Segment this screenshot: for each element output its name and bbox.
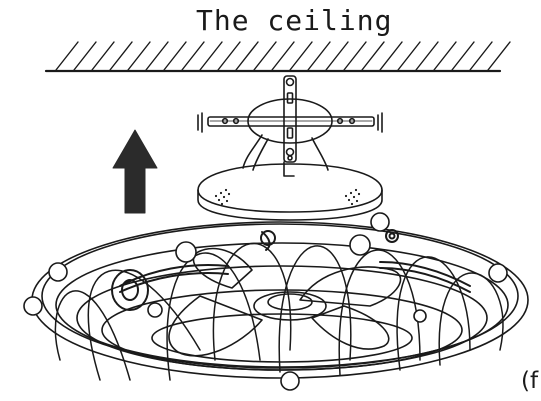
vent-dot xyxy=(225,199,229,203)
cage-knob xyxy=(280,371,300,391)
hatch-stroke xyxy=(181,41,205,71)
cage-knob xyxy=(370,212,390,232)
hatch-stroke xyxy=(73,41,97,71)
vent-dot xyxy=(354,188,358,192)
vent-dot xyxy=(350,202,354,206)
hatch-stroke xyxy=(361,41,385,71)
hatch-stroke xyxy=(235,41,259,71)
cage-wire xyxy=(438,272,504,366)
cage-knob xyxy=(23,296,43,316)
hatch-stroke xyxy=(379,41,403,71)
hatch-stroke xyxy=(307,41,331,71)
ceiling-fan-icon xyxy=(23,163,529,391)
hatch-stroke xyxy=(199,41,223,71)
figure-label: (f xyxy=(521,368,539,394)
hatch-stroke xyxy=(253,41,277,71)
ceiling-hatch-icon xyxy=(44,41,511,73)
hatch-stroke xyxy=(217,41,241,71)
vent-dot xyxy=(357,192,361,196)
hatch-stroke xyxy=(91,41,115,71)
hatch-stroke xyxy=(469,41,493,71)
hatch-stroke xyxy=(397,41,421,71)
cage-wire xyxy=(396,256,471,371)
cage-knob xyxy=(147,302,163,318)
hatch-stroke xyxy=(451,41,475,71)
up-arrow-icon xyxy=(112,129,158,214)
cage-knob xyxy=(48,262,68,282)
vent-dot xyxy=(347,198,351,202)
hatch-stroke xyxy=(325,41,349,71)
vent-dot xyxy=(349,191,353,195)
cage-knob xyxy=(175,241,197,263)
hatch-stroke xyxy=(127,41,151,71)
hatch-stroke xyxy=(145,41,169,71)
hatch-stroke xyxy=(433,41,457,71)
vent-dot xyxy=(214,194,218,198)
vent-dot xyxy=(227,192,231,196)
cage-knob xyxy=(349,234,371,256)
ceiling-label: The ceiling xyxy=(196,4,393,37)
vent-dot xyxy=(219,191,223,195)
vent-dot xyxy=(352,195,356,199)
cage-knob xyxy=(488,263,508,283)
vent-dot xyxy=(220,202,224,206)
hatch-stroke xyxy=(109,41,133,71)
cage-wire xyxy=(87,269,201,381)
hatch-stroke xyxy=(343,41,367,71)
vent-dot xyxy=(224,188,228,192)
hatch-stroke xyxy=(163,41,187,71)
vent-dot xyxy=(355,199,359,203)
hatch-stroke xyxy=(487,41,511,71)
vent-dot xyxy=(222,195,226,199)
cage-wire xyxy=(54,290,131,381)
hatch-stroke xyxy=(55,41,79,71)
vent-dot xyxy=(344,194,348,198)
vent-dot xyxy=(217,198,221,202)
cage-wire xyxy=(166,252,261,381)
cage-wire xyxy=(212,242,292,361)
cage-wire xyxy=(338,249,421,376)
cage-knob xyxy=(413,309,427,323)
hatch-stroke xyxy=(415,41,439,71)
hatch-stroke xyxy=(289,41,313,71)
hatch-stroke xyxy=(271,41,295,71)
mounting-bracket-icon xyxy=(197,75,383,177)
